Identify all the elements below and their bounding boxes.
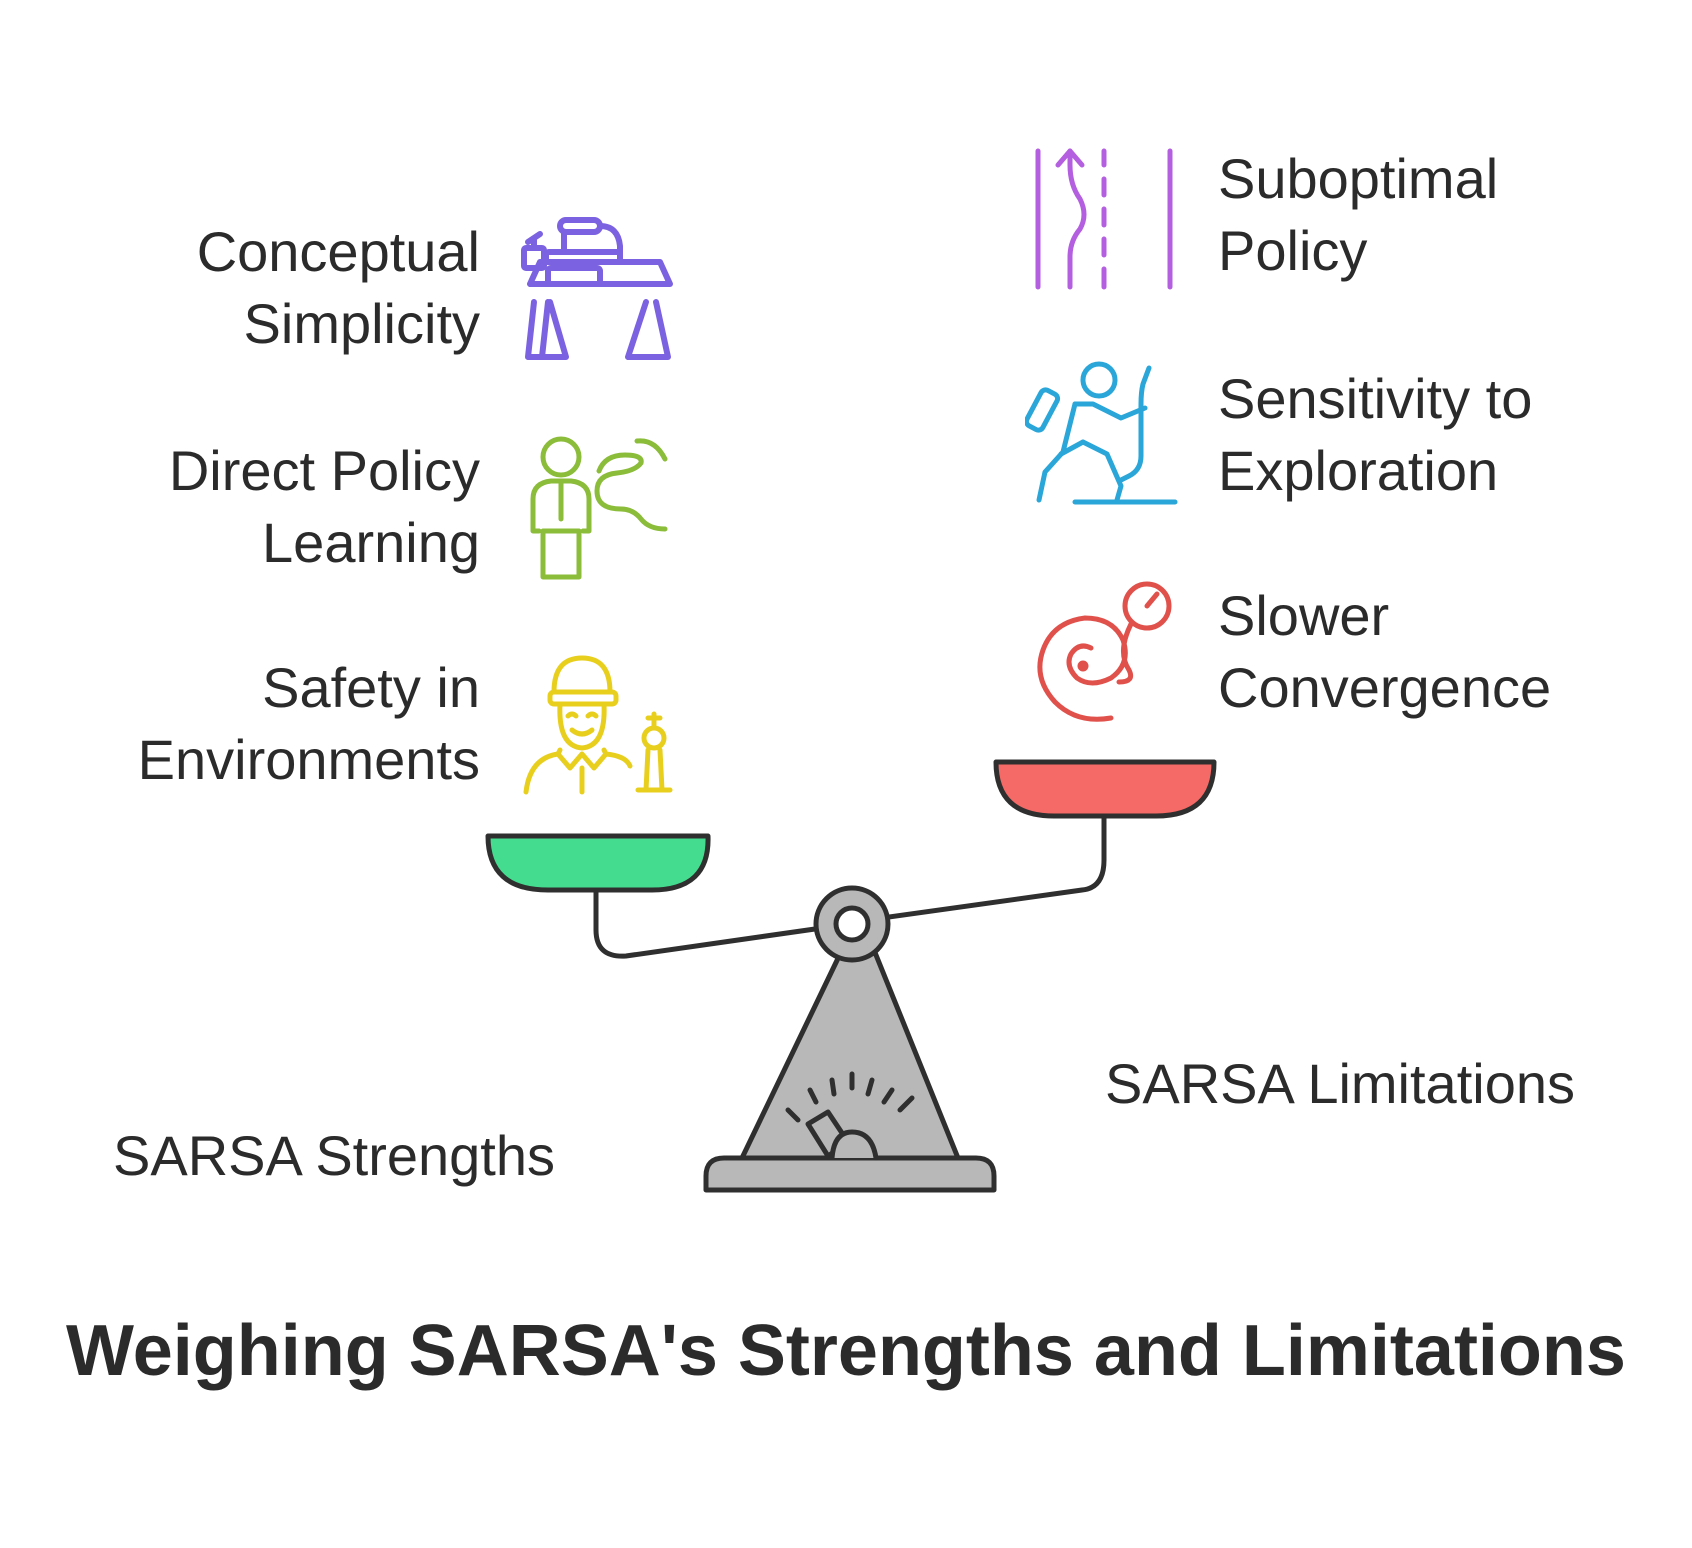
scale-pivot-hole [833, 905, 871, 943]
strength-label-direct-policy-learning: Direct Policy Learning [168, 439, 480, 574]
scale-body [739, 947, 961, 1161]
limitation-label-slower-convergence: Slower Convergence [1218, 584, 1552, 719]
limitations-heading: SARSA Limitations [1105, 1052, 1575, 1115]
scale-gauge-ticks [785, 1071, 915, 1123]
safety-worker-icon [523, 655, 673, 795]
limitation-label-sensitivity-to-exploration: Sensitivity to Exploration [1218, 367, 1533, 502]
climber-icon [1025, 361, 1178, 505]
scale-gauge-hub [829, 1129, 879, 1161]
desk-icon [521, 217, 673, 360]
strengths-heading: SARSA Strengths [113, 1124, 556, 1187]
road-lanes-icon [1035, 148, 1173, 290]
spiral-gauge-icon [1037, 581, 1172, 722]
limitation-label-suboptimal-policy: Suboptimal Policy [1218, 147, 1499, 282]
diagram-title: Weighing SARSA's Strengths and Limitatio… [66, 1311, 1626, 1391]
scale-beam-right [879, 811, 1107, 921]
limitations-pan [993, 759, 1217, 819]
scale-base [703, 1155, 997, 1193]
strengths-pan [485, 833, 711, 893]
strength-label-safety-in-environments: Safety in Environments [137, 656, 480, 791]
person-path-icon [530, 436, 668, 580]
scale-beam-left [593, 887, 825, 959]
strength-label-conceptual-simplicity: Conceptual Simplicity [196, 220, 480, 355]
